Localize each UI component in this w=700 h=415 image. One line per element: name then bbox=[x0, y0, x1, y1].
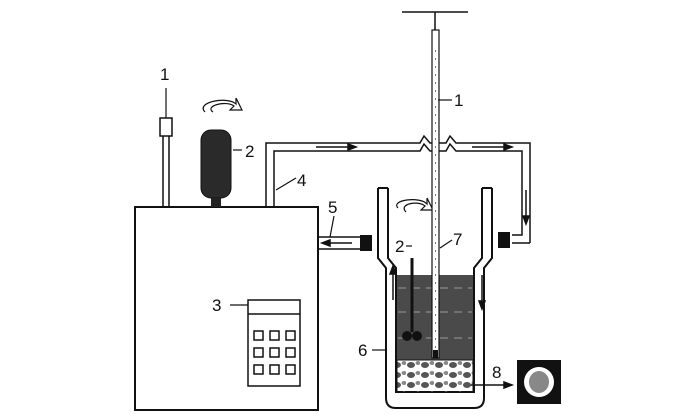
label-thermometer-right: 1 bbox=[454, 91, 463, 110]
label-sample: 8 bbox=[492, 363, 501, 382]
label-stirrer: 2 bbox=[395, 237, 404, 256]
rotation-arrow-icon bbox=[202, 97, 243, 113]
stirrer bbox=[396, 197, 434, 341]
label-solution: 7 bbox=[453, 230, 462, 249]
outlet-connector bbox=[360, 235, 372, 251]
sample-bed bbox=[396, 359, 474, 393]
thermometer-left bbox=[159, 117, 173, 207]
label-thermometer-left: 1 bbox=[160, 65, 169, 84]
label-outlet-port: 5 bbox=[328, 198, 337, 217]
flow-arrow-icon bbox=[316, 142, 531, 390]
label-jacket: 6 bbox=[358, 341, 367, 360]
keypad bbox=[247, 299, 301, 387]
label-motor: 2 bbox=[245, 142, 254, 161]
motor bbox=[200, 97, 243, 207]
outlet-pipe bbox=[318, 236, 360, 250]
rotation-arrow-icon bbox=[396, 197, 434, 213]
inlet-connector bbox=[498, 232, 510, 248]
label-tubing: 4 bbox=[297, 171, 306, 190]
thermometer-right bbox=[402, 11, 468, 359]
sample-view bbox=[517, 360, 561, 404]
label-control-panel: 3 bbox=[212, 296, 221, 315]
